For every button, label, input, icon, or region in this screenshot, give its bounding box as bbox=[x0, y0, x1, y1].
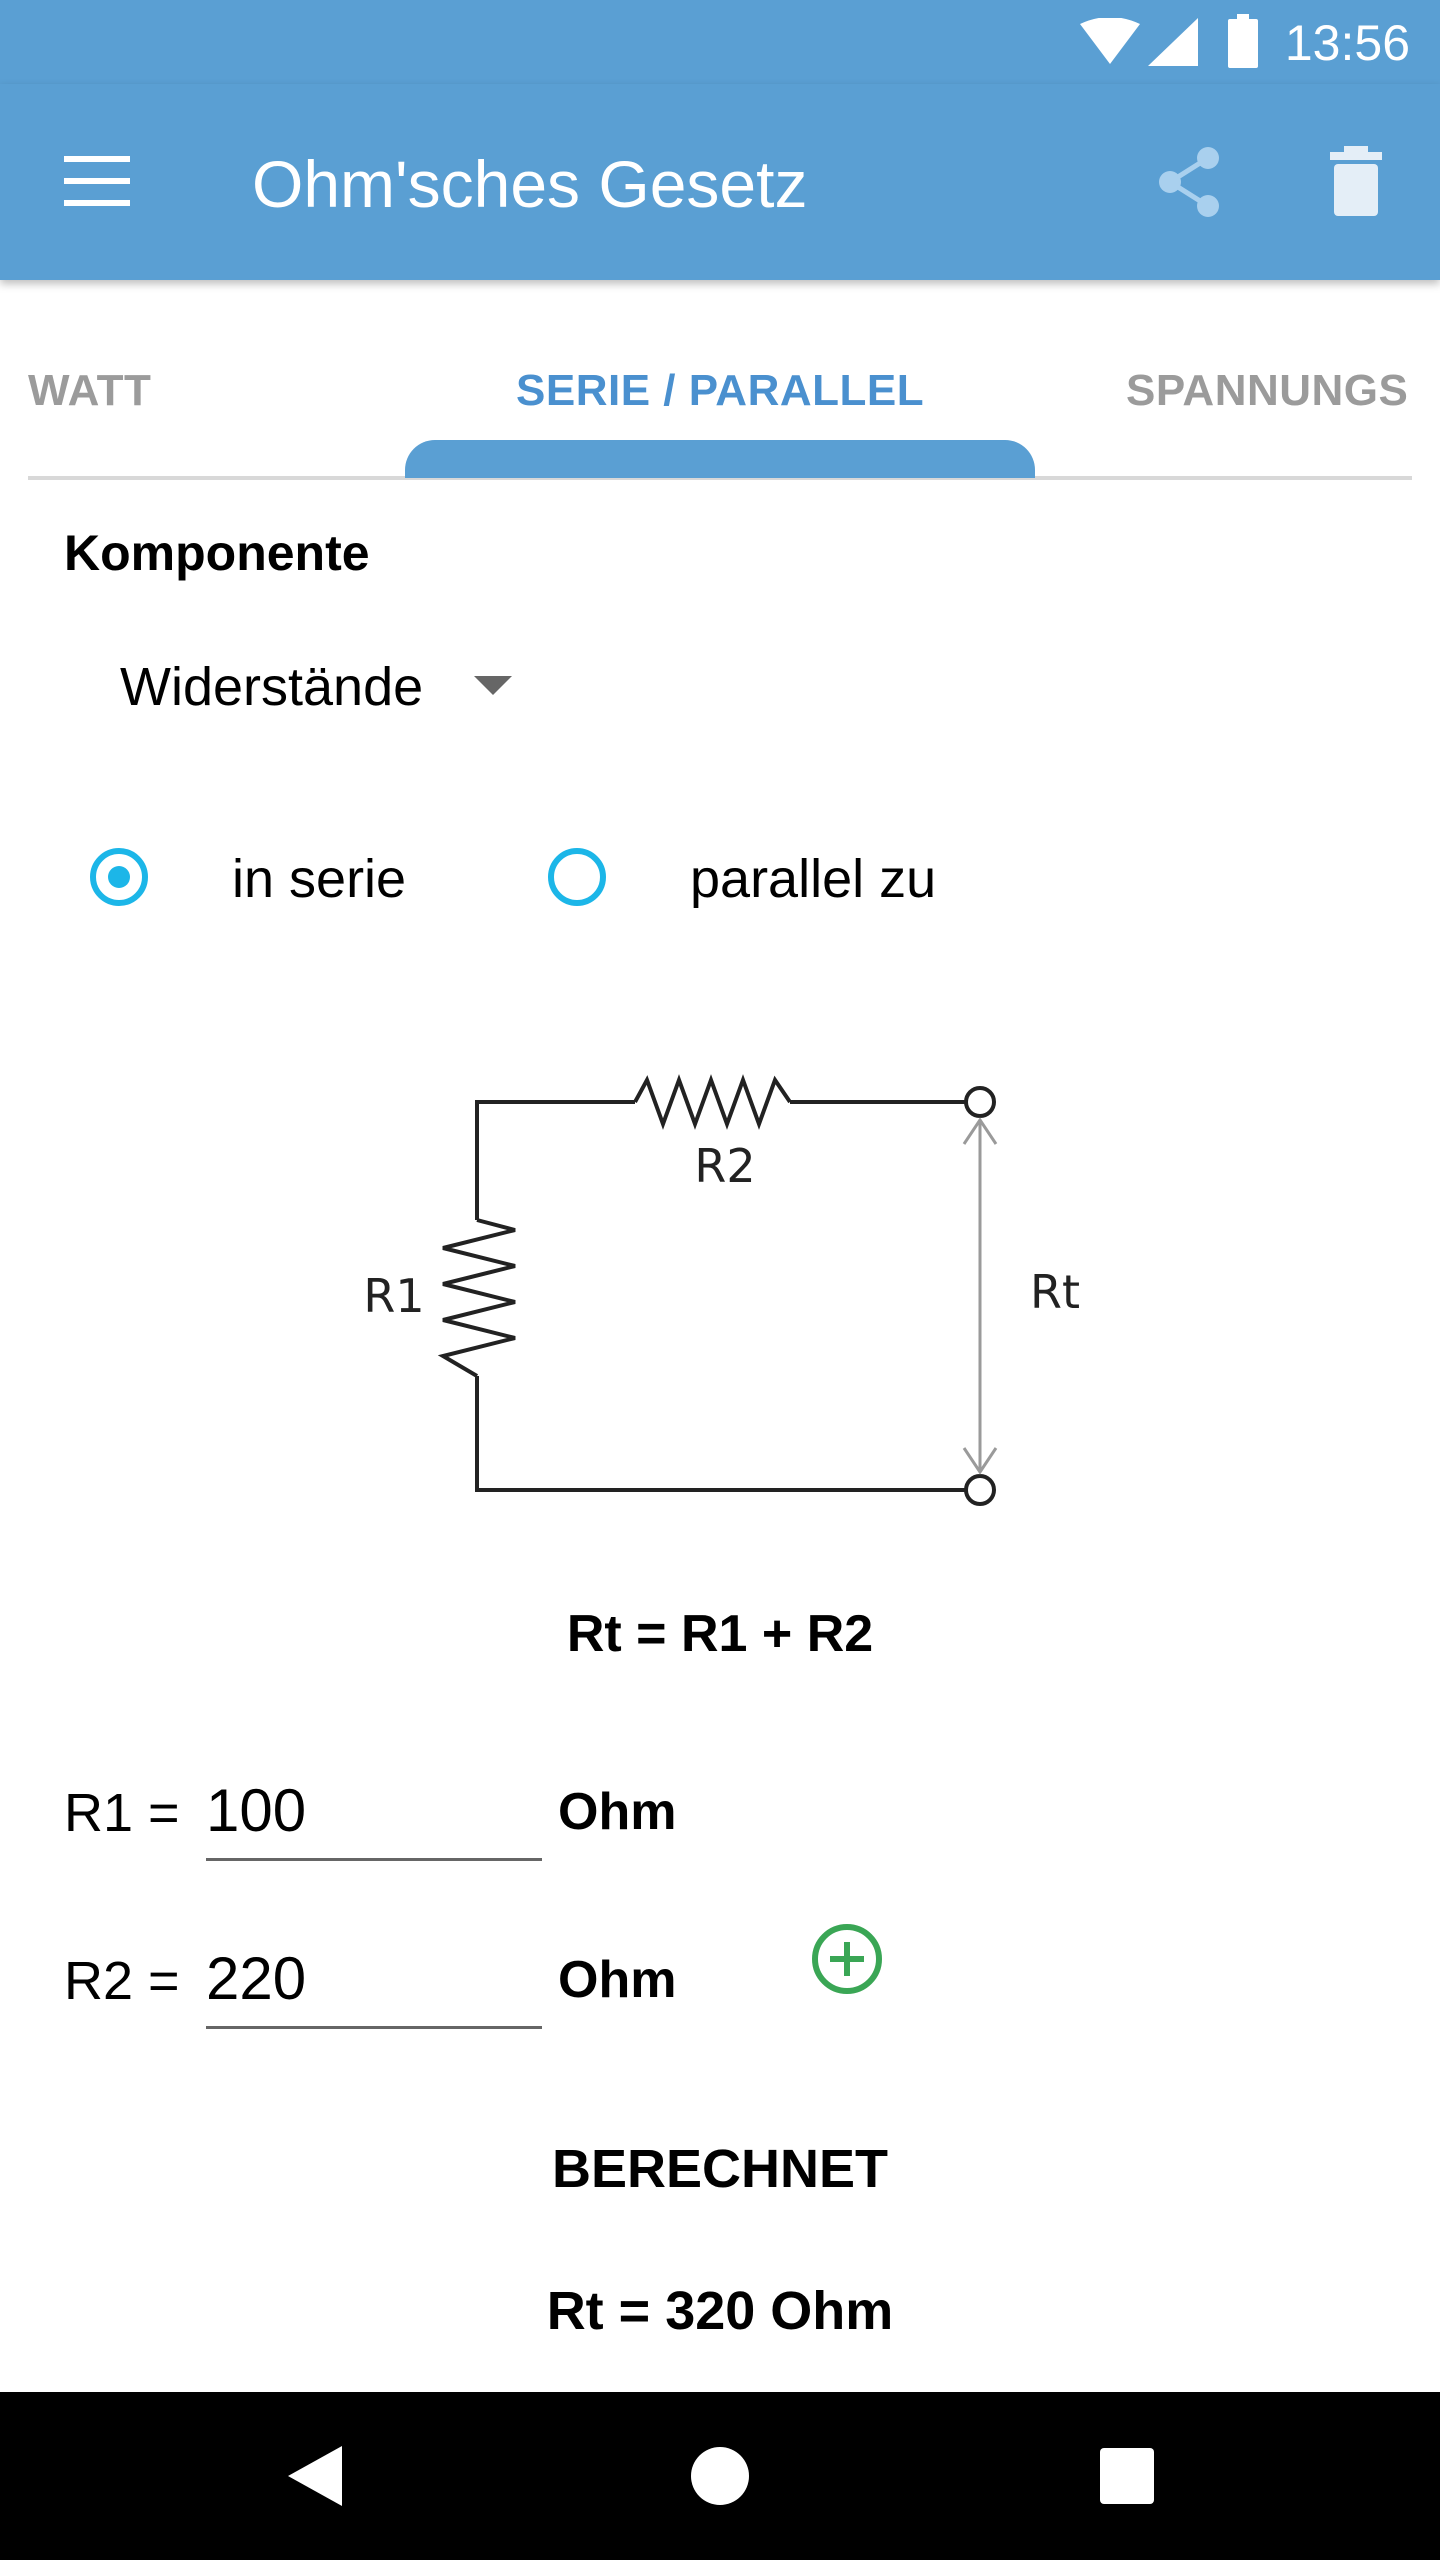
rt-arrow-icon bbox=[962, 1117, 998, 1475]
page-title: Ohm'sches Gesetz bbox=[252, 147, 808, 221]
result-value: Rt = 320 Ohm bbox=[546, 2281, 894, 2341]
tab-divider bbox=[28, 476, 1412, 480]
circuit-wires bbox=[437, 1074, 980, 1492]
navigation-bar bbox=[0, 2392, 1440, 2560]
delete-icon[interactable] bbox=[1330, 146, 1382, 216]
home-icon[interactable] bbox=[690, 2446, 750, 2506]
radio-label-in-serie[interactable]: in serie bbox=[232, 849, 407, 909]
radio-label-parallel-zu[interactable]: parallel zu bbox=[690, 849, 937, 909]
tab-serie-parallel[interactable]: SERIE / PARALLEL bbox=[516, 366, 925, 415]
back-icon[interactable] bbox=[288, 2446, 342, 2506]
r2-input[interactable]: 220 bbox=[206, 1945, 307, 2012]
terminal-top bbox=[964, 1086, 996, 1118]
label-rt: Rt bbox=[1030, 1265, 1080, 1319]
dropdown-arrow-icon bbox=[474, 676, 512, 695]
result-heading: BERECHNET bbox=[551, 2139, 889, 2199]
resistor-r2-icon bbox=[633, 1074, 792, 1130]
radio-selected-dot bbox=[108, 866, 130, 888]
r1-label: R1 = bbox=[64, 1783, 180, 1843]
tab-indicator bbox=[405, 440, 1035, 478]
terminal-bottom bbox=[964, 1474, 996, 1506]
r1-input-underline bbox=[206, 1858, 542, 1861]
add-resistor-button[interactable] bbox=[810, 1922, 884, 1996]
r2-label: R2 = bbox=[64, 1951, 180, 2011]
label-r2: R2 bbox=[694, 1139, 755, 1193]
radio-parallel-zu[interactable] bbox=[548, 848, 606, 906]
status-bar: 13:56 bbox=[0, 0, 1440, 84]
r1-input[interactable]: 100 bbox=[206, 1777, 307, 1844]
component-label: Komponente bbox=[64, 525, 370, 581]
series-circuit-diagram: R2 R1 Rt bbox=[363, 1074, 1080, 1506]
radio-in-serie[interactable] bbox=[90, 848, 148, 906]
formula: Rt = R1 + R2 bbox=[566, 1605, 874, 1663]
cellular-signal-icon bbox=[1148, 18, 1198, 66]
wifi-icon bbox=[1080, 18, 1140, 64]
share-icon[interactable] bbox=[1156, 146, 1222, 218]
resistor-r1-icon bbox=[437, 1218, 516, 1378]
r2-input-underline bbox=[206, 2026, 542, 2029]
r2-unit: Ohm bbox=[558, 1951, 677, 2009]
menu-icon[interactable] bbox=[64, 156, 130, 206]
component-selected-value: Widerstände bbox=[120, 657, 424, 717]
battery-icon bbox=[1228, 14, 1258, 68]
status-time: 13:56 bbox=[1284, 15, 1410, 71]
r1-unit: Ohm bbox=[558, 1783, 677, 1841]
label-r1: R1 bbox=[363, 1269, 424, 1323]
app-bar: Ohm'sches Gesetz bbox=[0, 84, 1440, 280]
tab-spannungs[interactable]: SPANNUNGS bbox=[1126, 366, 1409, 415]
tab-watt[interactable]: WATT bbox=[28, 366, 152, 415]
recents-icon[interactable] bbox=[1100, 2448, 1154, 2504]
